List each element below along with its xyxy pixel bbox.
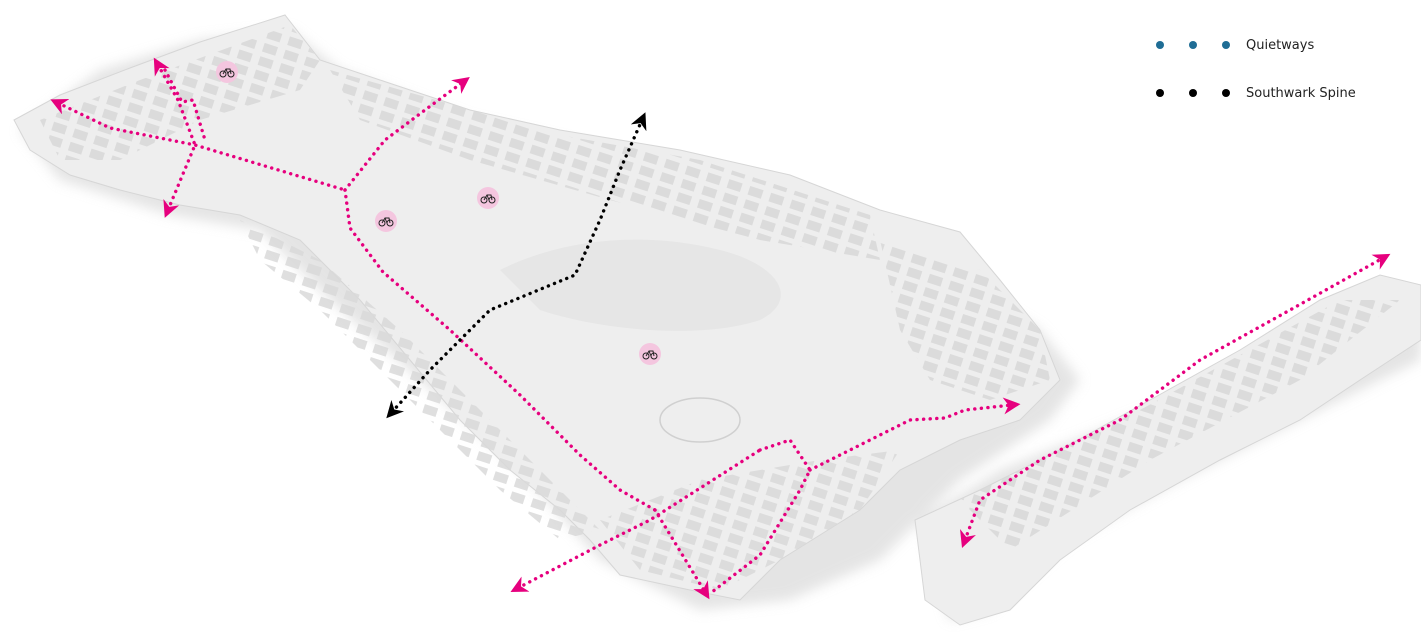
bicycle-icon — [216, 61, 238, 83]
legend-swatch-quietways — [1150, 41, 1230, 49]
map-legend: Quietways Southwark Spine — [1150, 34, 1410, 130]
route-south-west — [510, 448, 762, 592]
route-north-left — [153, 57, 197, 218]
bike-markers — [216, 61, 661, 365]
legend-item-southwark-spine: Southwark Spine — [1150, 82, 1410, 104]
legend-swatch-southwark-spine — [1150, 89, 1230, 97]
legend-label-quietways: Quietways — [1246, 37, 1315, 53]
route-north-center — [163, 68, 207, 142]
bicycle-icon — [477, 187, 499, 209]
route-east-district — [960, 253, 1391, 548]
bicycle-icon — [375, 210, 397, 232]
route-north-branch — [343, 76, 470, 192]
legend-item-quietways: Quietways — [1150, 34, 1410, 56]
stadium-track — [659, 397, 741, 443]
route-south-down — [653, 508, 710, 600]
route-east-loop — [710, 437, 812, 594]
legend-label-southwark-spine: Southwark Spine — [1246, 85, 1356, 101]
bicycle-icon — [639, 343, 661, 365]
